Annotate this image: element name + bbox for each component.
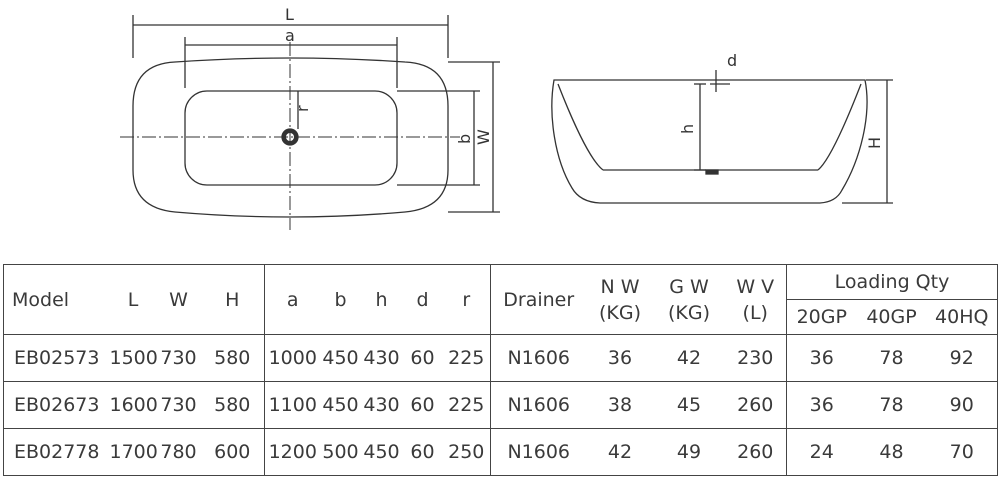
header-r: r — [442, 264, 491, 335]
header-40hq: 40HQ — [926, 299, 999, 335]
cell-L: 1700 — [109, 428, 157, 476]
dim-label-W: W — [474, 129, 493, 145]
cell-gw: 42 — [653, 334, 725, 382]
dim-label-L: L — [285, 5, 294, 24]
table-row: EB02778 1700 780 600 1200 500 450 60 250… — [3, 428, 999, 476]
header-wv-unit: (L) — [742, 301, 768, 324]
cell-model: EB02778 — [3, 428, 110, 476]
cell-nw: 36 — [586, 334, 654, 382]
cell-d: 60 — [402, 334, 443, 382]
cell-H: 580 — [200, 381, 265, 429]
cell-wv: 260 — [724, 381, 787, 429]
header-20gp: 20GP — [786, 299, 857, 335]
dim-label-h: h — [678, 124, 697, 134]
cell-40gp: 78 — [856, 334, 927, 382]
cell-20gp: 24 — [786, 428, 857, 476]
cell-r: 225 — [442, 381, 491, 429]
header-40gp: 40GP — [856, 299, 927, 335]
cell-h: 430 — [360, 381, 403, 429]
header-nw-unit: (KG) — [598, 301, 641, 324]
cell-H: 580 — [200, 334, 265, 382]
header-h: h — [360, 264, 403, 335]
cell-L: 1500 — [109, 334, 157, 382]
cell-a: 1200 — [264, 428, 321, 476]
header-a: a — [264, 264, 321, 335]
cell-gw: 45 — [653, 381, 725, 429]
cell-40hq: 70 — [926, 428, 999, 476]
tub-side-outline — [551, 79, 868, 204]
header-H: H — [200, 264, 265, 335]
cell-h: 450 — [360, 428, 403, 476]
header-wv: W V (L) — [724, 264, 787, 335]
header-b: b — [320, 264, 361, 335]
cell-L: 1600 — [109, 381, 157, 429]
cell-b: 500 — [320, 428, 361, 476]
cell-nw: 42 — [586, 428, 654, 476]
cell-gw: 49 — [653, 428, 725, 476]
dim-label-a: a — [285, 26, 295, 45]
header-d: d — [402, 264, 443, 335]
table-row: EB02573 1500 730 580 1000 450 430 60 225… — [3, 334, 999, 382]
cell-W: 780 — [156, 428, 201, 476]
cell-d: 60 — [402, 381, 443, 429]
header-loading-qty: Loading Qty — [785, 264, 999, 300]
bathtub-drawings: L a r b W d h H — [120, 5, 893, 230]
header-nw-label: N W — [600, 275, 640, 298]
cell-h: 430 — [360, 334, 403, 382]
cell-r: 225 — [442, 334, 491, 382]
header-row-1: Model L W H a b h d r Drainer N W (KG) G … — [3, 264, 999, 335]
cell-40hq: 90 — [926, 381, 999, 429]
header-W: W — [156, 264, 201, 335]
dim-label-r: r — [293, 105, 312, 112]
cell-40hq: 92 — [926, 334, 999, 382]
header-row-2: 20GP 40GP 40HQ — [4, 299, 999, 335]
table-row: EB02673 1600 730 580 1100 450 430 60 225… — [3, 381, 999, 429]
tub-inner-basin — [184, 90, 398, 186]
cell-40gp: 48 — [856, 428, 927, 476]
cell-d: 60 — [402, 428, 443, 476]
header-gw: G W (KG) — [653, 264, 725, 335]
cell-drainer: N1606 — [490, 334, 587, 382]
cell-wv: 260 — [724, 428, 787, 476]
cell-40gp: 78 — [856, 381, 927, 429]
cell-r: 250 — [442, 428, 491, 476]
cell-nw: 38 — [586, 381, 654, 429]
cell-model: EB02673 — [3, 381, 110, 429]
header-nw: N W (KG) — [586, 264, 654, 335]
top-view — [120, 15, 500, 230]
cell-W: 730 — [156, 334, 201, 382]
header-model: Model — [3, 264, 110, 335]
cell-drainer: N1606 — [490, 381, 587, 429]
cell-b: 450 — [320, 381, 361, 429]
side-view — [551, 70, 893, 204]
dim-label-H: H — [865, 137, 884, 149]
cell-a: 1000 — [264, 334, 321, 382]
cell-20gp: 36 — [786, 334, 857, 382]
header-wv-label: W V — [736, 275, 775, 298]
cell-wv: 230 — [724, 334, 787, 382]
cell-b: 450 — [320, 334, 361, 382]
spec-table: Model L W H a b h d r Drainer N W (KG) G … — [3, 264, 999, 476]
cell-model: EB02573 — [3, 334, 110, 382]
cell-drainer: N1606 — [490, 428, 587, 476]
header-L: L — [109, 264, 157, 335]
dim-label-d: d — [727, 51, 737, 70]
cell-20gp: 36 — [786, 381, 857, 429]
header-gw-label: G W — [669, 275, 709, 298]
dim-label-b: b — [455, 134, 474, 144]
cell-a: 1100 — [264, 381, 321, 429]
header-gw-unit: (KG) — [667, 301, 710, 324]
cell-W: 730 — [156, 381, 201, 429]
cell-H: 600 — [200, 428, 265, 476]
tub-outer-outline — [132, 57, 449, 218]
header-drainer: Drainer — [490, 264, 587, 335]
